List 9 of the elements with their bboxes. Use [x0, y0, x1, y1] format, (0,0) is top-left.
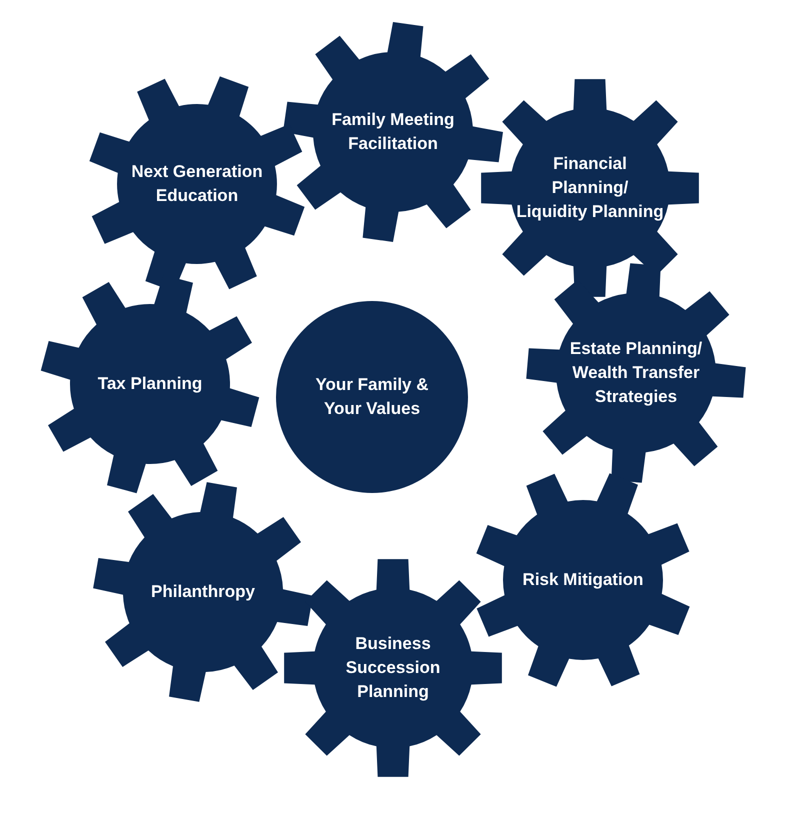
gear-label: Tax Planning [96, 373, 204, 395]
gear-label: Business Succession Planning [344, 633, 442, 703]
gear-label: Estate Planning/ Wealth Transfer Strategies [568, 338, 704, 408]
gear-label: Risk Mitigation [522, 569, 644, 591]
gear-label: Family Meeting Facilitation [330, 109, 456, 155]
center-label: Your Family & Your Values [314, 374, 430, 420]
gear-label: Next Generation Education [130, 161, 264, 207]
gear-label: Financial Planning/ Liquidity Planning [515, 153, 665, 223]
gear-label: Philanthropy [150, 581, 256, 603]
